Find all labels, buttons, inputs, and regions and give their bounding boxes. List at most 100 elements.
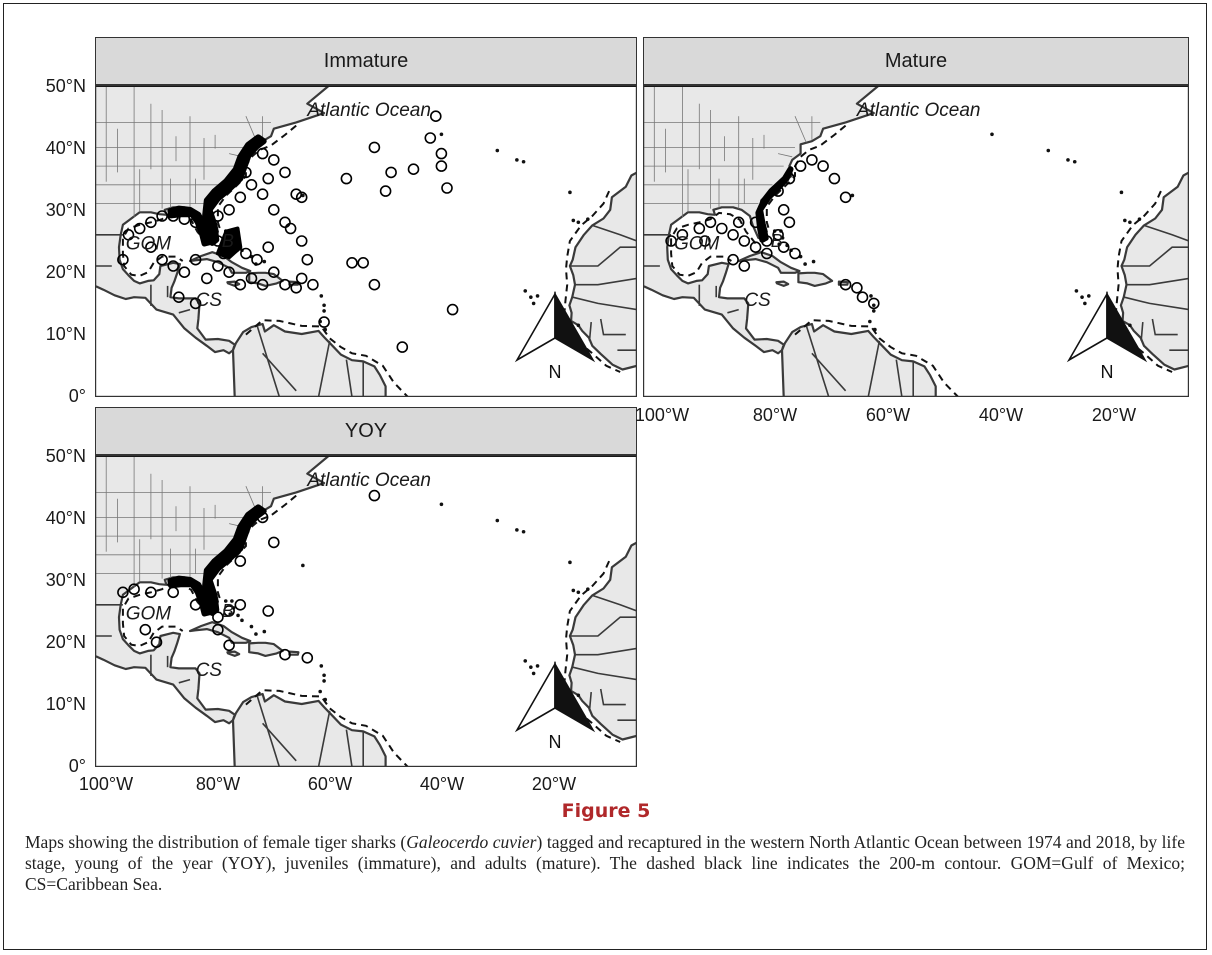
recapture-point bbox=[167, 210, 179, 222]
recapture-point bbox=[268, 266, 280, 278]
island-dot bbox=[871, 303, 876, 308]
island-dot bbox=[529, 665, 533, 669]
recapture-point bbox=[189, 599, 202, 611]
recapture-point bbox=[385, 166, 397, 179]
island-dot bbox=[529, 295, 533, 299]
recapture-point bbox=[212, 611, 224, 623]
y-tick-label: 40°N bbox=[45, 138, 86, 158]
contour-200m bbox=[245, 689, 409, 767]
recapture-point bbox=[212, 260, 224, 272]
x-tick-label: 20°W bbox=[1091, 405, 1137, 425]
country-border bbox=[599, 688, 626, 706]
recapture-point bbox=[794, 160, 807, 172]
recapture-point bbox=[783, 172, 796, 185]
x-tick-label: 80°W bbox=[195, 774, 241, 794]
island-dot bbox=[990, 132, 994, 137]
recapture-point bbox=[223, 639, 235, 652]
recapture-point bbox=[262, 241, 274, 253]
island-dot bbox=[439, 502, 444, 507]
island-dot bbox=[531, 301, 536, 306]
recapture-point bbox=[704, 216, 717, 229]
recapture-point bbox=[851, 282, 863, 294]
recapture-point bbox=[727, 229, 739, 241]
y-tick-label: 10°N bbox=[45, 694, 86, 714]
land-jamaica bbox=[226, 650, 241, 657]
island-dot bbox=[301, 563, 305, 568]
country-border bbox=[178, 308, 191, 314]
island-dot bbox=[523, 659, 528, 663]
recapture-point bbox=[817, 160, 829, 172]
panel-frame bbox=[95, 85, 637, 397]
panel-title-immature: Immature bbox=[323, 49, 409, 72]
recapture-point bbox=[295, 191, 308, 204]
recapture-point bbox=[223, 266, 235, 278]
land-jamaica bbox=[775, 280, 790, 287]
recapture-point bbox=[301, 652, 314, 664]
island-dot bbox=[262, 629, 267, 634]
recapture-point bbox=[424, 132, 437, 144]
recapture-point bbox=[234, 191, 247, 204]
ocean-label: Atlantic Ocean bbox=[306, 100, 431, 121]
country-border bbox=[569, 616, 637, 637]
country-border bbox=[575, 647, 637, 656]
land-africa bbox=[1119, 171, 1189, 371]
land-hispaniola bbox=[248, 641, 284, 657]
recapture-point bbox=[749, 241, 762, 253]
land-hispaniola bbox=[797, 271, 834, 287]
island-dot bbox=[568, 190, 572, 195]
recapture-point bbox=[251, 253, 263, 266]
island-dot bbox=[868, 319, 872, 324]
contour-200m bbox=[563, 190, 621, 373]
island-dot bbox=[236, 613, 240, 618]
country-border bbox=[588, 692, 592, 711]
contour-200m bbox=[765, 124, 847, 232]
island-dot bbox=[319, 294, 324, 298]
country-border bbox=[575, 277, 637, 286]
x-tick-label: 40°W bbox=[978, 405, 1024, 425]
contour-200m bbox=[794, 319, 959, 397]
country-border bbox=[1151, 318, 1178, 336]
country-border bbox=[811, 352, 847, 392]
island-dot bbox=[319, 664, 324, 668]
panel-frame bbox=[643, 85, 1189, 397]
recapture-point bbox=[279, 216, 291, 229]
panel-strip-yoy: YOY bbox=[95, 407, 637, 455]
recapture-point bbox=[868, 297, 880, 310]
panel-strip-mature: Mature bbox=[643, 37, 1189, 85]
island-dot bbox=[535, 664, 540, 668]
recapture-point bbox=[396, 341, 409, 353]
recapture-point bbox=[167, 260, 179, 272]
panel-title-yoy: YOY bbox=[344, 419, 388, 442]
x-tick-label: 80°W bbox=[752, 405, 798, 425]
recapture-point bbox=[122, 229, 135, 241]
recapture-point bbox=[368, 489, 381, 502]
country-border bbox=[599, 318, 626, 336]
north-arrow-right-half bbox=[554, 661, 596, 733]
north-arrow-icon: N bbox=[1066, 291, 1148, 382]
recapture-point bbox=[699, 235, 711, 247]
recapture-point bbox=[178, 266, 191, 278]
country-border bbox=[345, 729, 353, 767]
recapture-point bbox=[240, 166, 252, 179]
recapture-point bbox=[772, 229, 784, 241]
recapture-point bbox=[256, 188, 269, 200]
contour-200m bbox=[216, 124, 297, 232]
north-arrow-icon: N bbox=[514, 291, 596, 382]
recapture-point bbox=[346, 257, 358, 269]
state-border bbox=[794, 116, 807, 143]
island-dot bbox=[811, 259, 816, 264]
country-border bbox=[1140, 322, 1144, 341]
recapture-point bbox=[189, 216, 202, 229]
recapture-point bbox=[435, 147, 448, 160]
north-arrow-icon: N bbox=[514, 661, 596, 752]
island-dot bbox=[850, 193, 855, 198]
recapture-point bbox=[133, 222, 146, 235]
recapture-point bbox=[761, 235, 773, 247]
island-dot bbox=[439, 132, 444, 137]
island-dot bbox=[322, 309, 326, 313]
panel-strip-immature: Immature bbox=[95, 37, 637, 85]
cs-label: CS bbox=[196, 290, 223, 311]
country-border bbox=[569, 246, 637, 267]
